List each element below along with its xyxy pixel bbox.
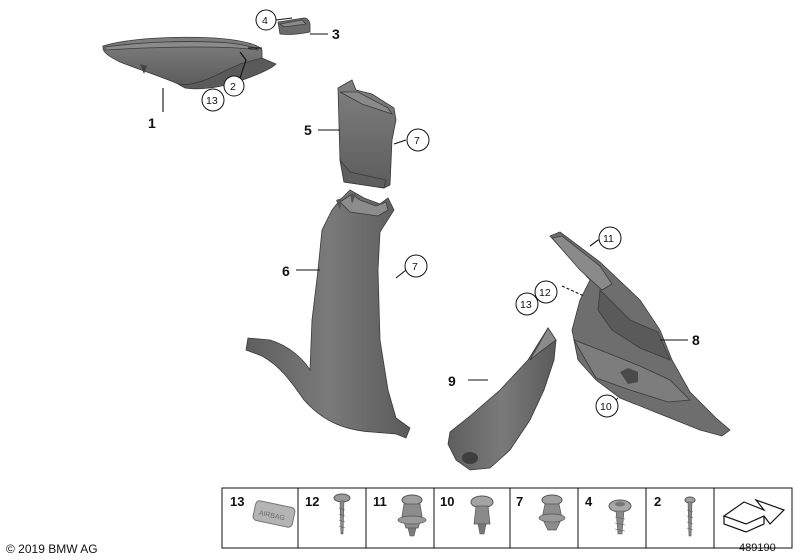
callout-12: 12 <box>539 287 551 299</box>
callout-circle-4 <box>255 9 277 31</box>
callout-9: 9 <box>448 373 456 389</box>
callout-circle-11 <box>598 226 622 250</box>
push-clip-icon <box>470 495 494 535</box>
callout-7a: 7 <box>414 135 420 147</box>
screw-icon <box>333 493 351 535</box>
legend-num-7: 7 <box>516 494 523 509</box>
callout-4: 4 <box>262 15 268 27</box>
callout-circle-13b <box>515 292 539 316</box>
legend-num-12: 12 <box>305 494 319 509</box>
callout-2: 2 <box>230 81 236 93</box>
callout-5: 5 <box>304 122 312 138</box>
airbag-emblem-icon: AIRBAG <box>252 500 296 528</box>
diagram-number: 489190 <box>739 542 776 554</box>
callout-circle-13a <box>201 88 225 112</box>
callout-6: 6 <box>282 263 290 279</box>
callout-1: 1 <box>148 115 156 131</box>
callout-10: 10 <box>600 401 612 413</box>
flange-screw-icon <box>608 499 632 535</box>
callout-circle-12 <box>534 280 558 304</box>
trim-clip-icon <box>538 494 566 531</box>
a-pillar-trim <box>102 36 277 90</box>
callout-13a: 13 <box>206 95 218 107</box>
callout-labels: 1 2 13 4 3 5 7 6 7 11 12 13 8 10 9 <box>148 9 700 418</box>
legend-num-2: 2 <box>654 494 661 509</box>
small-parts-legend: 13 AIRBAG 12 11 10 7 <box>221 487 793 549</box>
legend-num-10: 10 <box>440 494 454 509</box>
legend-num-13: 13 <box>230 494 244 509</box>
callout-7b: 7 <box>412 261 418 273</box>
copyright-text: © 2019 BMW AG <box>6 542 98 556</box>
lower-b-pillar-trim <box>245 189 411 439</box>
callout-8: 8 <box>692 332 700 348</box>
upper-b-pillar-trim <box>337 79 397 189</box>
legend-num-4: 4 <box>585 494 593 509</box>
small-cover-bracket <box>277 17 311 35</box>
c-pillar-trim <box>549 231 731 437</box>
long-screw-icon <box>684 496 696 537</box>
callout-circle-2 <box>223 75 245 97</box>
callout-circle-7b <box>404 254 428 278</box>
lower-side-trim <box>447 327 557 471</box>
direction-arrow-icon <box>722 498 786 533</box>
legend-num-11: 11 <box>373 494 387 509</box>
callout-13b: 13 <box>520 299 532 311</box>
callout-circle-7a <box>406 128 430 152</box>
callout-11: 11 <box>603 233 614 245</box>
callout-3: 3 <box>332 26 340 42</box>
callout-circle-10 <box>595 394 619 418</box>
clip-icon <box>397 494 427 537</box>
